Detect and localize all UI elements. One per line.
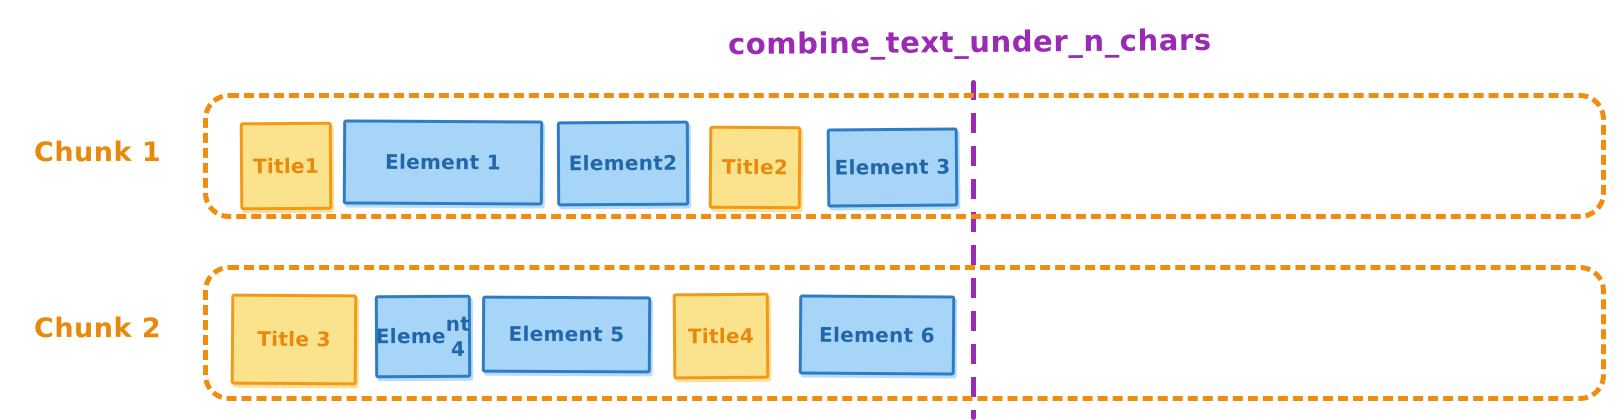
node-title-1[interactable]: Title 1 xyxy=(239,121,333,211)
node-title-1-line-2: 1 xyxy=(304,153,320,178)
node-element-2[interactable]: Element 2 xyxy=(556,120,690,207)
node-title-4[interactable]: Title 4 xyxy=(672,292,770,380)
node-element-3-line-1: Element 3 xyxy=(834,154,951,180)
chunk-label-1: Chunk 1 xyxy=(34,137,162,168)
node-title-2-line-2: 2 xyxy=(773,155,789,180)
node-element-4-line-2: nt 4 xyxy=(445,311,471,361)
node-element-6[interactable]: Element 6 xyxy=(798,294,956,376)
chunk-label-2: Chunk 2 xyxy=(34,313,162,344)
node-element-5[interactable]: Element 5 xyxy=(481,295,652,374)
node-title-2-line-1: Title xyxy=(721,155,774,180)
chunk-row-2: Chunk 2 Title 3 Eleme nt 4 Element 5 Tit… xyxy=(0,265,1620,401)
node-title-2[interactable]: Title 2 xyxy=(708,125,802,210)
node-element-4-line-1: Eleme xyxy=(375,324,446,349)
node-element-2-line-2: 2 xyxy=(663,151,678,176)
node-element-1[interactable]: Element 1 xyxy=(342,119,544,206)
node-title-1-line-1: Title xyxy=(252,153,305,179)
node-element-5-line-1: Element 5 xyxy=(508,321,625,347)
node-element-4[interactable]: Eleme nt 4 xyxy=(374,294,472,379)
node-element-6-line-1: Element 6 xyxy=(818,322,936,348)
threshold-annotation-label: combine_text_under_n_chars xyxy=(727,22,1212,62)
chunk-boundary-1 xyxy=(203,93,1606,219)
node-title-3[interactable]: Title 3 xyxy=(230,293,358,386)
threshold-marker-line xyxy=(971,80,976,420)
node-element-1-line-1: Element 1 xyxy=(385,149,502,175)
chunk-boundary-2 xyxy=(203,265,1606,401)
node-element-2-line-1: Element xyxy=(568,151,664,176)
node-element-3[interactable]: Element 3 xyxy=(826,127,959,208)
node-title-4-line-2: 4 xyxy=(739,323,755,348)
node-title-4-line-1: Title xyxy=(687,323,740,349)
chunk-row-1: Chunk 1 Title 1 Element 1 Element 2 Titl… xyxy=(0,93,1620,219)
node-title-3-line-1: Title 3 xyxy=(257,327,331,352)
